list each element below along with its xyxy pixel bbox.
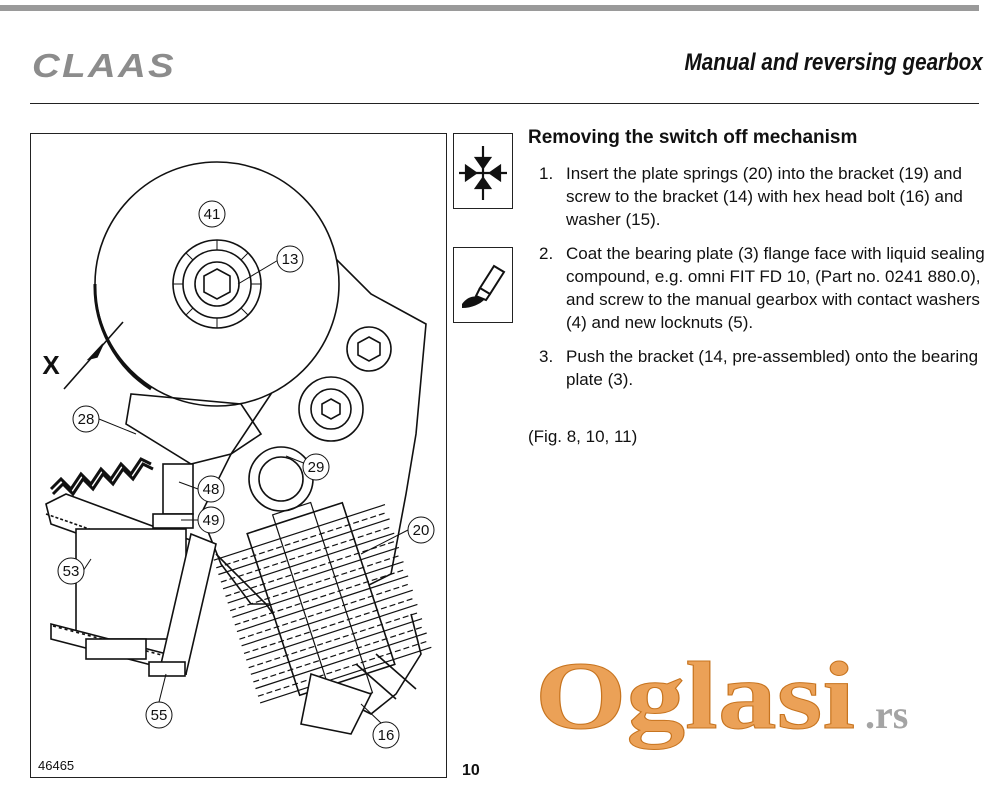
page-number: 10: [462, 762, 480, 779]
callout-53-label: 53: [63, 563, 80, 580]
step-number: 2.: [539, 244, 554, 263]
step-number: 3.: [539, 347, 554, 366]
callout-48: 48: [197, 475, 225, 503]
callout-55: 55: [145, 701, 173, 729]
callout-49-label: 49: [203, 512, 220, 529]
header-title: Manual and reversing gearbox: [684, 49, 983, 76]
callout-20-label: 20: [413, 522, 430, 539]
logo-text: CLAAS: [32, 47, 176, 84]
callout-29: 29: [302, 453, 330, 481]
top-bar: [0, 5, 979, 11]
watermark-suffix: .rs: [865, 692, 908, 737]
procedure-steps: 1. Insert the plate springs (20) into the…: [528, 162, 988, 402]
watermark-text: Oglasi: [535, 642, 855, 749]
callout-28-label: 28: [78, 411, 95, 428]
callout-49: 49: [197, 506, 225, 534]
callout-20: 20: [407, 516, 435, 544]
claas-logo: CLAAS: [32, 47, 176, 84]
callout-16: 16: [372, 721, 400, 749]
callout-48-label: 48: [203, 481, 220, 498]
technical-drawing: 41 13 28 29 48 49 20 53 55 16 X 46465: [30, 133, 447, 778]
callout-13-label: 13: [282, 251, 299, 268]
assembly-arrows-icon: [459, 146, 507, 200]
callout-41-label: 41: [204, 206, 221, 223]
callout-16-label: 16: [378, 727, 395, 744]
step-text: Push the bracket (14, pre-assembled) ont…: [566, 347, 979, 389]
step-item: 2. Coat the bearing plate (3) flange face…: [528, 242, 988, 334]
oglasi-watermark: Oglasi .rs: [535, 642, 909, 750]
assembly-icon-box: [453, 133, 513, 209]
figure-reference: (Fig. 8, 10, 11): [528, 427, 638, 446]
callout-41: 41: [198, 200, 226, 228]
step-item: 1. Insert the plate springs (20) into the…: [528, 162, 988, 231]
callout-29-label: 29: [308, 459, 325, 476]
callout-x-label: X: [42, 350, 60, 380]
plate-spring-stack: [213, 501, 432, 706]
step-text: Coat the bearing plate (3) flange face w…: [566, 244, 985, 332]
gearbox-drawing: 41 13 28 29 48 49 20 53 55 16 X: [42, 161, 435, 749]
step-item: 3. Push the bracket (14, pre-assembled) o…: [528, 345, 988, 391]
step-number: 1.: [539, 164, 554, 183]
section-heading: Removing the switch off mechanism: [528, 127, 858, 148]
step-text: Insert the plate springs (20) into the b…: [566, 164, 963, 229]
figure-id: 46465: [38, 758, 75, 773]
sealing-compound-icon: [462, 264, 506, 308]
callout-13: 13: [276, 245, 304, 273]
header-divider: [30, 103, 979, 104]
tension-spring: [49, 457, 152, 492]
callout-55-label: 55: [151, 707, 168, 724]
sealing-icon-box: [453, 247, 513, 323]
callout-28: 28: [72, 405, 100, 433]
callout-53: 53: [57, 557, 85, 585]
disc-41: [94, 161, 340, 407]
